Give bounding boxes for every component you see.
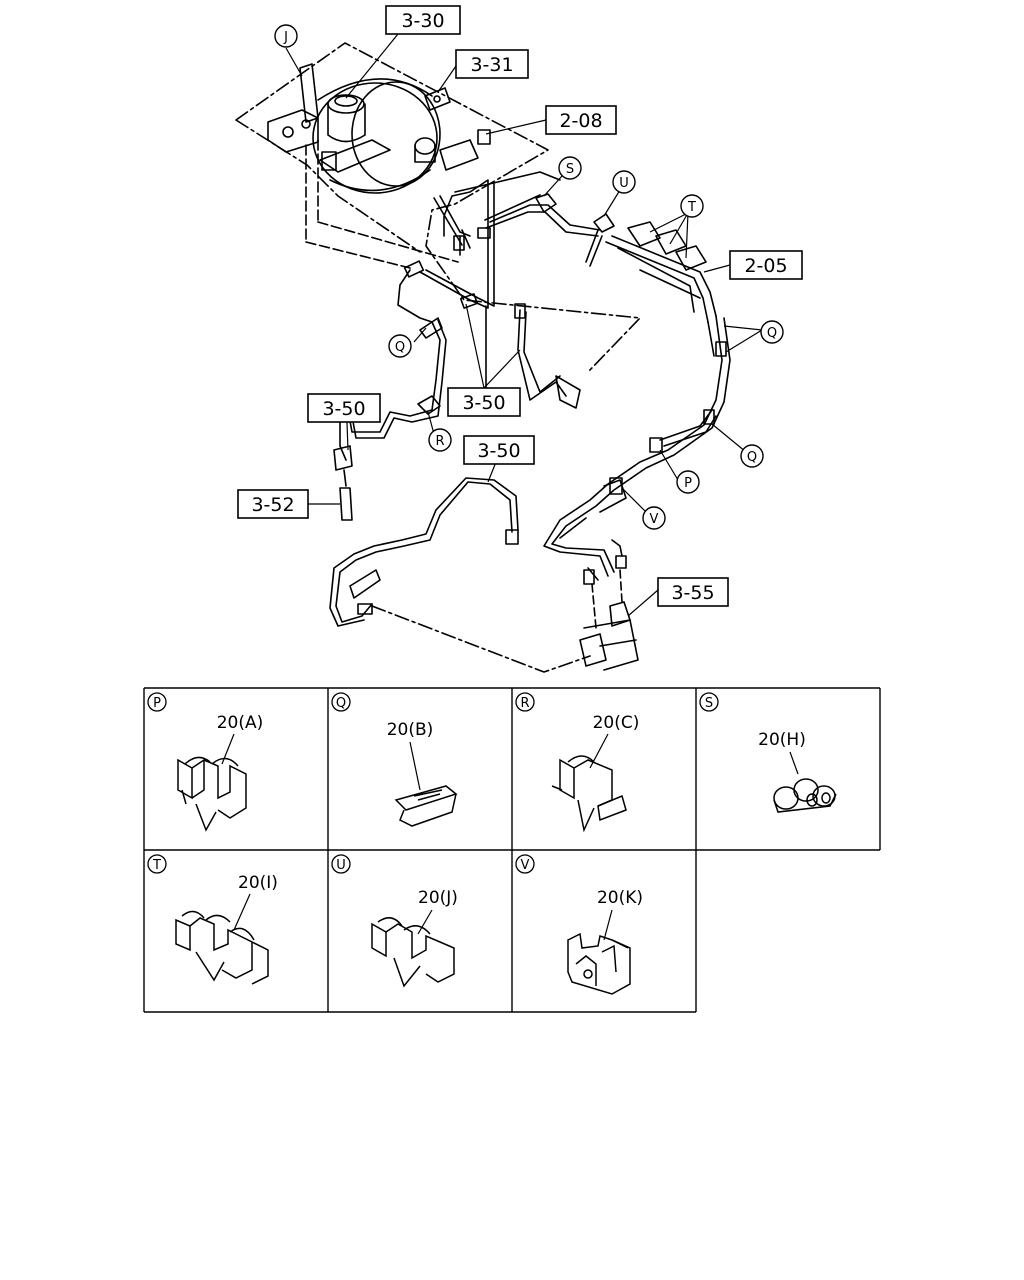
ref-box-3-31: [455, 49, 529, 79]
clip-cell-v: V 20(K): [515, 854, 643, 995]
ref-3-50-lower: 3-50: [477, 440, 520, 462]
clip-s-assembly: [535, 193, 615, 267]
clip-letter-u: U: [336, 858, 346, 873]
callout-r: R: [435, 434, 444, 449]
callout-q2: Q: [395, 340, 405, 355]
clip-letter-s: S: [705, 696, 713, 711]
clip-cell-s: S 20(H): [699, 692, 837, 813]
clip-letter-r: R: [520, 696, 529, 711]
clip-20a-drawing: [177, 756, 247, 832]
clip-detail-table: [143, 687, 881, 1013]
clip-cell-r: R 20(C): [515, 692, 640, 833]
clip-part-r: 20(C): [593, 713, 640, 733]
clip-20c-drawing: [551, 755, 627, 833]
ref-2-05: 2-05: [744, 255, 787, 277]
clip-20b-drawing: [394, 785, 458, 827]
master-cylinder: [414, 129, 491, 171]
clip-part-t: 20(I): [238, 873, 278, 893]
callout-circle-j: [274, 24, 298, 48]
clip-letter-q: Q: [336, 696, 346, 711]
callout-p: P: [684, 476, 692, 491]
callout-circle-r: [428, 428, 452, 452]
clip-cell-u: U 20(J): [331, 854, 458, 988]
assembly-outline: [235, 42, 641, 373]
callout-circle-q1: [760, 320, 784, 344]
ref-3-50-left: 3-50: [322, 398, 365, 420]
callout-circle-q3: [740, 444, 764, 468]
callout-circle-q2: [388, 334, 412, 358]
callout-t: T: [687, 200, 696, 215]
callout-u: U: [619, 176, 629, 191]
callout-q3: Q: [747, 450, 757, 465]
ref-box-2-08: [545, 105, 617, 135]
clip-cell-t: T 20(I): [147, 854, 278, 985]
ref-2-08: 2-08: [559, 110, 602, 132]
ref-box-3-52: [237, 489, 309, 519]
reservoir: [319, 94, 391, 173]
rear-brake-line: [543, 315, 731, 629]
clip-part-q: 20(B): [387, 720, 434, 740]
ref-3-31: 3-31: [470, 54, 513, 76]
ref-3-55: 3-55: [671, 582, 714, 604]
clip-cell-q: Q 20(B): [331, 692, 458, 827]
main-brake-lines: [397, 171, 601, 323]
ref-3-50-center: 3-50: [462, 392, 505, 414]
clip-letter-p: P: [153, 696, 161, 711]
ref-box-2-05: [729, 250, 803, 280]
ref-3-30: 3-30: [401, 10, 444, 32]
clip-t-block: [605, 221, 717, 323]
callout-letters: J S U T Q Q Q R P V: [283, 30, 777, 527]
clip-part-u: 20(J): [418, 888, 458, 908]
clip-20h-drawing: [773, 778, 837, 813]
clip-part-s: 20(H): [758, 730, 806, 750]
clip-cell-p: P 20(A): [147, 692, 264, 832]
ref-boxes: 3-30 3-31 2-08 2-05 3-50 3-50 3-50 3-52 …: [237, 5, 803, 607]
ref-box-3-50-left: [307, 393, 381, 423]
callouts: [274, 24, 784, 530]
ref-box-3-30: [385, 5, 461, 35]
bracket-j: [267, 63, 459, 269]
rear-left-tube: [329, 477, 591, 673]
callout-s: S: [566, 162, 574, 177]
rear-bracket: [579, 601, 639, 671]
clip-20j-drawing: [371, 917, 455, 988]
callout-circle-t: [680, 194, 704, 218]
front-left-tube: [333, 317, 447, 521]
ref-3-52: 3-52: [251, 494, 294, 516]
callout-j: J: [283, 30, 288, 45]
ref-box-3-55: [657, 577, 729, 607]
ref-box-3-50-lower: [463, 435, 535, 465]
clip-letter-v: V: [521, 858, 530, 873]
center-tube: [485, 303, 581, 409]
callout-circle-v: [642, 506, 666, 530]
callout-circle-u: [612, 170, 636, 194]
clip-20i-drawing: [175, 910, 269, 985]
callout-circle-p: [676, 470, 700, 494]
clip-letter-t: T: [152, 858, 161, 873]
callout-circle-s: [558, 156, 582, 180]
clip-20k-drawing: [567, 932, 631, 995]
callout-v: V: [650, 512, 659, 527]
leader-lines: [285, 33, 763, 617]
clip-part-p: 20(A): [217, 713, 264, 733]
brake-booster: [312, 78, 441, 194]
clip-part-v: 20(K): [597, 888, 643, 908]
ref-box-3-50-center: [447, 387, 521, 417]
callout-q1: Q: [767, 326, 777, 341]
